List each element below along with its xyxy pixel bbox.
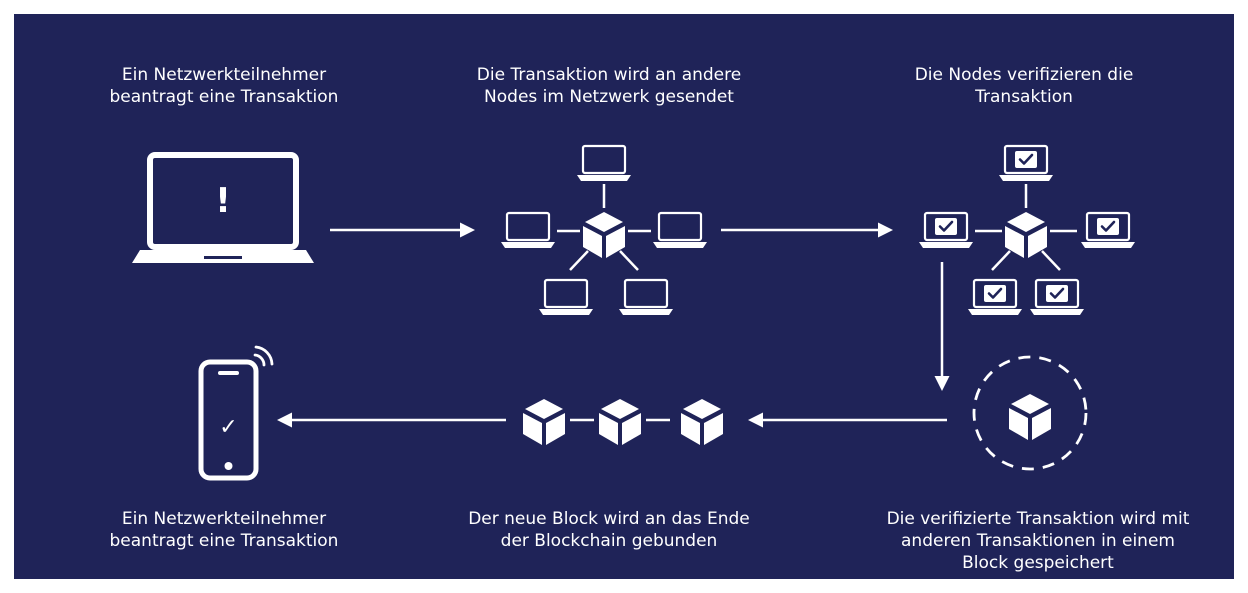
new-block-icon [972,355,1088,471]
laptop-check-icon [1079,211,1137,250]
laptop-check-icon [1028,278,1086,317]
diagram-art: ! [132,144,1137,481]
step-4-line-2: anderen Transaktionen in einem [901,531,1175,551]
laptop-check-icon [997,144,1055,183]
laptop-icon [617,278,675,317]
laptop-icon [499,211,557,250]
laptop-check-icon [917,211,975,250]
step-3-caption: Die Nodes verifizieren die Transaktion [874,64,1174,108]
step-6-line-2: beantragt eine Transaktion [109,531,339,551]
step-5-caption: Der neue Block wird an das Ende der Bloc… [454,508,764,552]
smartphone-check-icon: ✓ [198,345,274,481]
alert-icon: ! [215,181,231,221]
laptop-icon [537,278,595,317]
blockchain-icon [523,399,723,445]
block-cube-icon [599,399,641,445]
step-2-line-2: Nodes im Netzwerk gesendet [484,87,734,107]
network-broadcast-icon [499,144,709,317]
step-5-line-2: der Blockchain gebunden [500,531,718,551]
laptop-alert-icon: ! [132,152,314,263]
step-4-caption: Die verifizierte Transaktion wird mit an… [850,508,1226,574]
step-1-line-1: Ein Netzwerkteilnehmer [121,65,327,85]
step-1-caption: Ein Netzwerkteilnehmer beantragt eine Tr… [74,64,374,108]
diagram-panel: Ein Netzwerkteilnehmer beantragt eine Tr… [14,14,1234,579]
step-2-line-1: Die Transaktion wird an andere [476,65,742,85]
network-verified-icon [917,144,1137,317]
signal-wave-icon [254,345,274,366]
step-1-line-2: beantragt eine Transaktion [109,87,339,107]
step-6-caption: Ein Netzwerkteilnehmer beantragt eine Tr… [74,508,374,552]
node-cube-icon [583,212,625,258]
step-4-line-1: Die verifizierte Transaktion wird mit [886,509,1190,529]
step-6-line-1: Ein Netzwerkteilnehmer [121,509,327,529]
laptop-icon [575,144,633,183]
step-4-line-3: Block gespeichert [962,553,1114,573]
check-icon: ✓ [219,415,237,440]
step-5-line-1: Der neue Block wird an das Ende [468,509,750,529]
step-3-line-2: Transaktion [975,87,1073,107]
block-cube-icon [1009,394,1051,440]
laptop-icon [651,211,709,250]
block-cube-icon [523,399,565,445]
step-3-line-1: Die Nodes verifizieren die [914,65,1134,85]
laptop-check-icon [966,278,1024,317]
step-2-caption: Die Transaktion wird an andere Nodes im … [439,64,779,108]
signal-wave-icon [253,353,266,367]
node-cube-icon [1005,212,1047,258]
block-cube-icon [681,399,723,445]
